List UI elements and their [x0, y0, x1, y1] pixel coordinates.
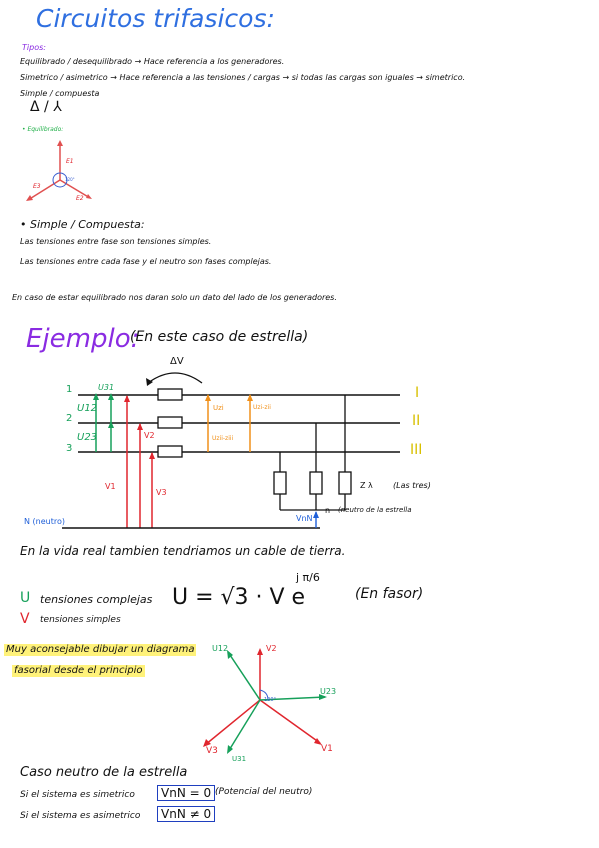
- note-equilibrado: En caso de estar equilibrado nos daran s…: [12, 293, 337, 302]
- load-i-label: I: [415, 385, 420, 401]
- neutro-sim-note: (Potencial del neutro): [215, 787, 313, 797]
- ejemplo-sub: (En este caso de estrella): [130, 329, 309, 345]
- note-tierra: En la vida real tambien tendriamos un ca…: [20, 544, 346, 558]
- tipos-line-2: Simetrico / asimetrico → Hace referencia…: [20, 73, 466, 82]
- neutro-asim-text: Si el sistema es asimetrico: [20, 811, 141, 821]
- phasor-v3: V3: [206, 746, 218, 756]
- ejemplo-heading: Ejemplo:: [26, 324, 140, 354]
- vnn-label: VnN: [296, 514, 313, 523]
- recommend-line-1: Muy aconsejable dibujar un diagrama: [4, 644, 197, 656]
- load-iii-label: III: [410, 442, 423, 458]
- phasor-u12: U12: [212, 644, 229, 653]
- loads-label: (Las tres): [393, 481, 431, 490]
- u23-label: U23: [77, 432, 98, 443]
- v1-label: V1: [105, 482, 116, 491]
- node-3: 3: [66, 443, 73, 454]
- e2-label: E2: [76, 195, 84, 202]
- formula-fasor-note: (En fasor): [355, 586, 424, 602]
- neutro-estrella-label: (neutro de la estrella: [338, 506, 412, 514]
- tipos-line-1: Equilibrado / desequilibrado → Hace refe…: [20, 57, 285, 66]
- u31-label: U31: [98, 383, 115, 392]
- phasor-v2: V2: [266, 644, 277, 653]
- u12-label: U12: [77, 403, 98, 414]
- neutro-asim-eq: VnN ≠ 0: [157, 806, 216, 822]
- uzii-ziii-label: Uzii-ziii: [212, 435, 234, 442]
- e3-label: E3: [33, 183, 41, 190]
- page-title: Circuitos trifasicos:: [36, 4, 275, 33]
- node-1: 1: [66, 384, 73, 395]
- n-label: n: [325, 506, 331, 515]
- phasor-u31: U31: [232, 755, 247, 763]
- phasor-angle: 120°: [264, 697, 277, 703]
- e1-label: E1: [66, 158, 74, 165]
- simple-line-2: Las tensiones entre cada fase y el neutr…: [20, 257, 272, 266]
- equilibrado-label: • Equilibrado:: [22, 126, 64, 133]
- neutro-heading: Caso neutro de la estrella: [20, 765, 188, 780]
- formula-exponent: j π/6: [296, 571, 320, 584]
- u-symbol: U: [20, 590, 31, 606]
- formula-main: U = √3 · V e: [172, 585, 306, 610]
- phasor-u23: U23: [320, 687, 337, 696]
- tipos-symbols: Δ / ⅄: [30, 99, 62, 115]
- v-description: tensiones simples: [40, 615, 121, 625]
- tipos-heading: Tipos:: [22, 43, 46, 52]
- phasor-v1: V1: [321, 744, 333, 754]
- simple-heading: • Simple / Compuesta:: [20, 218, 145, 231]
- equilibrado-angle: 120°: [65, 177, 75, 182]
- neutro-label: N (neutro): [24, 517, 65, 526]
- neutro-sim-text: Si el sistema es simetrico: [20, 790, 135, 800]
- delta-v-label: ΔV: [170, 356, 184, 367]
- simple-line-1: Las tensiones entre fase son tensiones s…: [20, 237, 212, 246]
- uzi-label: Uzi: [213, 404, 224, 412]
- v-symbol: V: [20, 611, 30, 627]
- v2-label: V2: [144, 431, 155, 440]
- node-2: 2: [66, 413, 73, 424]
- u-description: tensiones complejas: [40, 593, 153, 606]
- z-label: Z λ: [360, 481, 373, 490]
- tipos-line-3: Simple / compuesta: [20, 89, 100, 98]
- load-ii-label: II: [412, 413, 421, 429]
- uzi-zii-label: Uzi-zii: [253, 404, 271, 411]
- recommend-line-2: fasorial desde el principio: [12, 665, 145, 677]
- v3-label: V3: [156, 488, 167, 497]
- neutro-sim-eq: VnN = 0: [157, 785, 216, 801]
